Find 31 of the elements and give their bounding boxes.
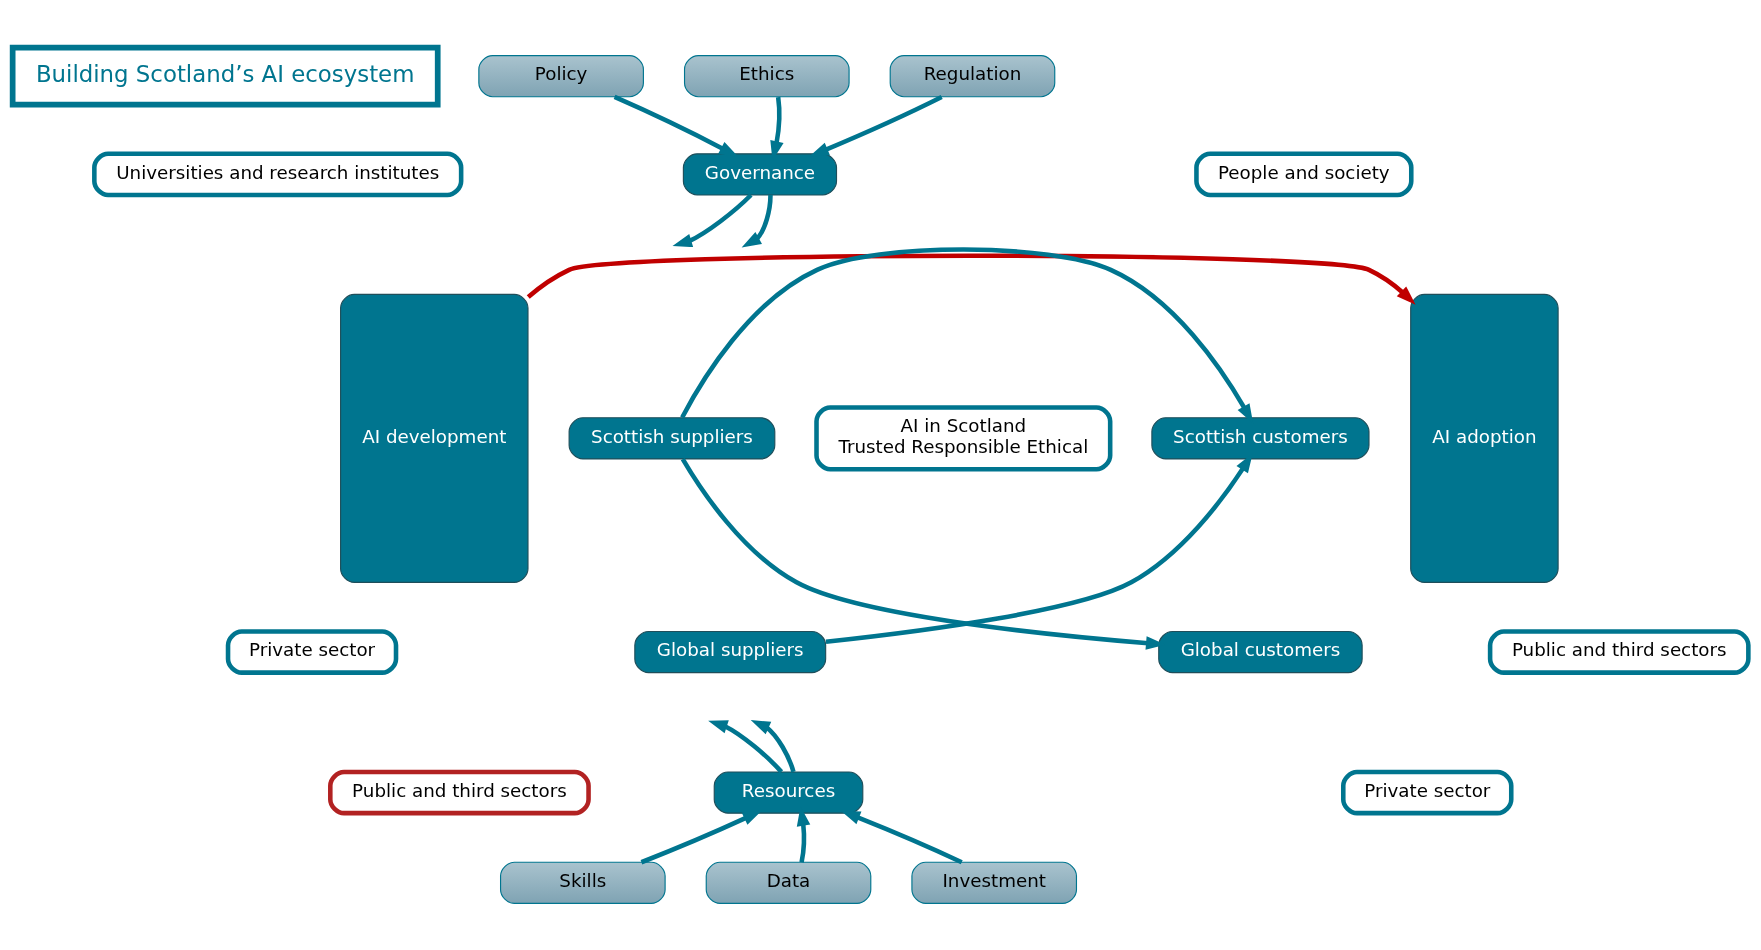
node-box: Scottish suppliers: [568, 416, 776, 459]
node-box: Global customers: [1158, 630, 1363, 673]
node-box: Building Scotland’s AI ecosystem: [9, 44, 441, 108]
node-box: Investment: [911, 861, 1078, 904]
arrow: [750, 719, 796, 773]
node-box: Private sector: [1341, 769, 1514, 815]
node-box: People and society: [1194, 151, 1414, 197]
arrow: [840, 810, 963, 864]
node-box: Public and third sectors: [328, 769, 591, 815]
node-box: Scottish customers: [1151, 416, 1370, 459]
arrow: [526, 252, 1416, 305]
node-box: Governance: [682, 152, 838, 196]
node-box: Private sector: [225, 628, 399, 675]
node-box: Policy: [478, 54, 644, 97]
node-box: Public and third sectors: [1487, 628, 1751, 675]
arrow: [708, 719, 784, 773]
node-box: Ethics: [683, 54, 850, 97]
arrow: [613, 94, 739, 157]
node-box: Global suppliers: [634, 630, 827, 673]
node-box: Universities and research institutes: [92, 151, 464, 197]
arrow: [741, 194, 773, 247]
arrow: [640, 809, 763, 864]
node-box: AI development: [340, 293, 529, 583]
node-box: Data: [705, 861, 872, 904]
arrow: [672, 192, 753, 247]
node-box: Resources: [713, 770, 864, 814]
node-box: AI in Scotland Trusted Responsible Ethical: [814, 404, 1113, 471]
node-box: Regulation: [889, 54, 1056, 97]
arrow: [809, 94, 943, 156]
node-box: Skills: [500, 861, 666, 904]
node-box: AI adoption: [1410, 293, 1559, 583]
